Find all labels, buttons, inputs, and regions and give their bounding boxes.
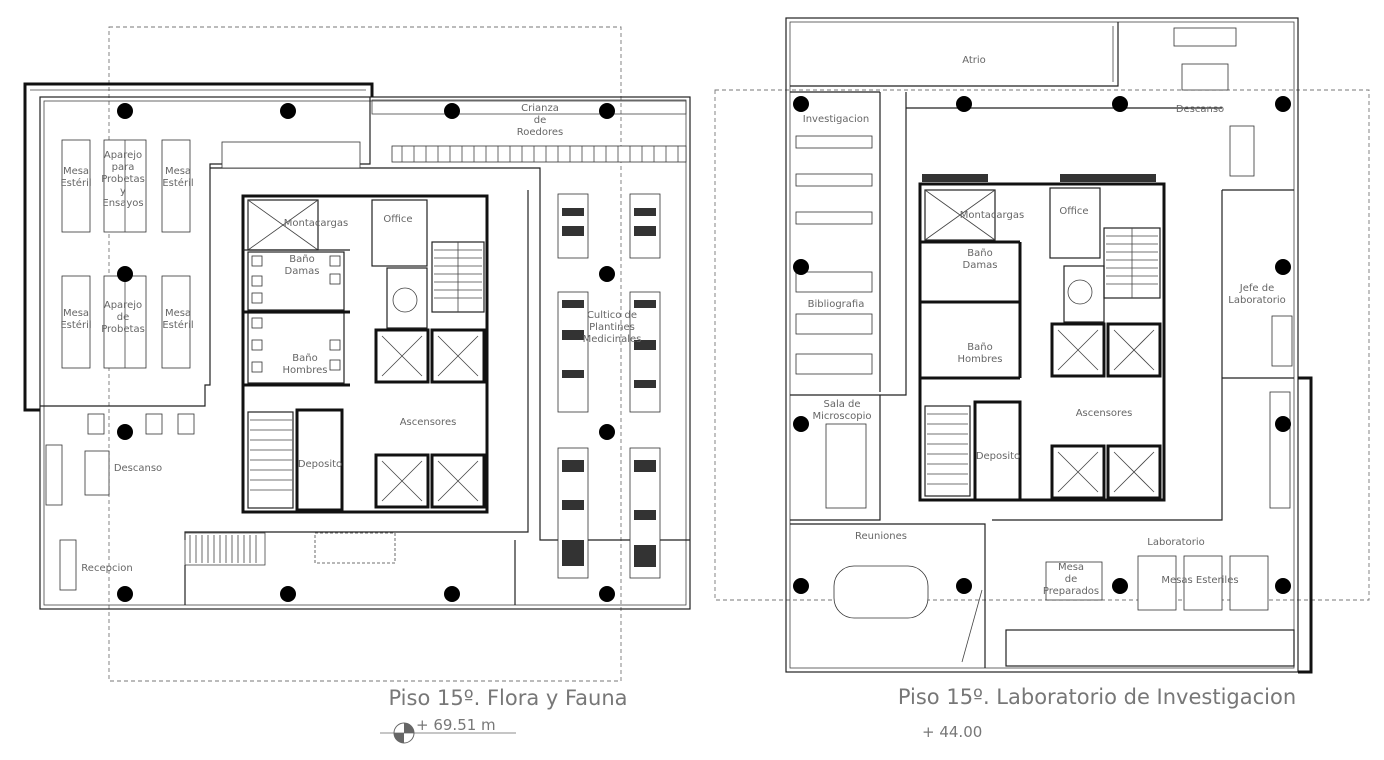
label-investigacion: Investigacion: [803, 114, 869, 125]
left-columns: [117, 103, 615, 602]
left-facade-wall: [23, 82, 374, 412]
label-reuniones: Reuniones: [855, 531, 907, 542]
label-office-left: Office: [383, 214, 412, 225]
right-core-stairs-2: [927, 413, 968, 485]
label-descanso-left: Descanso: [114, 463, 162, 474]
label-ascensores-left: Ascensores: [400, 417, 457, 428]
label-atrio: Atrio: [962, 55, 986, 66]
label-office-right: Office: [1059, 206, 1088, 217]
right-building-outline: [785, 17, 1299, 673]
label-montacargas-left: Montacargas: [284, 218, 348, 229]
plan-left-level: + 69.51 m: [416, 716, 496, 734]
right-floor-plan: Atrio Descanso Investigacion Montacargas…: [714, 17, 1370, 741]
left-core-stairs-2: [250, 419, 292, 491]
plan-right-title: Piso 15º. Laboratorio de Investigacion: [898, 685, 1296, 709]
left-core-stairs: [434, 242, 482, 312]
right-facade-wall: [1298, 376, 1313, 674]
right-core: [918, 182, 1166, 502]
label-laboratorio: Laboratorio: [1147, 537, 1204, 548]
label-montacargas-right: Montacargas: [960, 210, 1024, 221]
label-bibliografia: Bibliografia: [808, 299, 865, 310]
left-lower-stairs: [189, 535, 257, 563]
label-ascensores-right: Ascensores: [1076, 408, 1133, 419]
plant-racks: [557, 193, 661, 579]
right-core-stairs: [1106, 228, 1158, 298]
left-toilets: [251, 255, 341, 373]
label-mesas-esteriles: Mesas Esteriles: [1161, 575, 1238, 586]
label-deposito-right: Deposito: [976, 451, 1020, 462]
right-columns: [793, 96, 1291, 594]
label-descanso-right: Descanso: [1176, 104, 1224, 115]
plan-left-title: Piso 15º. Flora y Fauna: [388, 686, 627, 710]
left-core: [241, 194, 489, 514]
left-building-outline: [39, 96, 691, 610]
rodent-cages: [401, 146, 679, 162]
plan-right-level: + 44.00: [922, 723, 982, 741]
label-recepcion: Recepcion: [81, 563, 132, 574]
label-deposito-left: Deposito: [298, 459, 342, 470]
investigation-desks: [795, 135, 873, 225]
right-upper-floor-outline: [714, 89, 1370, 601]
